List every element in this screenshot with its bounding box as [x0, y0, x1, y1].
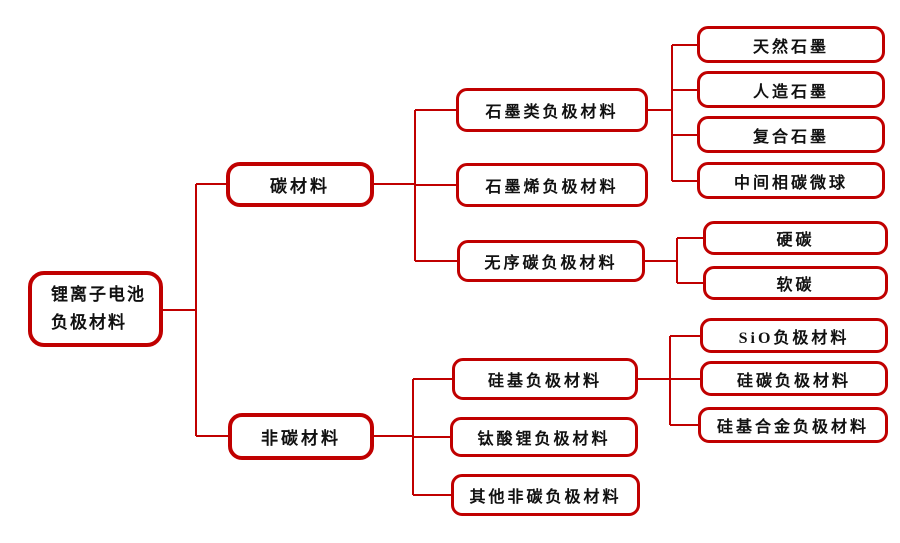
node-non-carbon-materials: 非碳材料	[228, 413, 374, 460]
root-label-line1: 锂离子电池	[51, 284, 146, 304]
node-silicon-alloy-anode-materials: 硅基合金负极材料	[698, 407, 888, 443]
node-silicon-carbon-anode-materials: 硅碳负极材料	[700, 361, 888, 396]
node-graphene-anode-materials: 石墨烯负极材料	[456, 163, 648, 207]
root-label-line2: 负极材料	[51, 313, 127, 332]
node-sio-anode-materials: SiO负极材料	[700, 318, 888, 353]
connector-non-carbon	[374, 378, 452, 496]
connector-graphite	[648, 44, 697, 182]
node-disordered-carbon-anode-materials: 无序碳负极材料	[457, 240, 645, 282]
node-mesocarbon-microbeads: 中间相碳微球	[697, 162, 885, 199]
node-soft-carbon: 软碳	[703, 266, 888, 300]
node-root-lithium-battery-anode-materials: 锂离子电池 负极材料	[28, 271, 163, 347]
node-natural-graphite: 天然石墨	[697, 26, 885, 63]
connector-silicon	[638, 335, 700, 426]
node-hard-carbon: 硬碳	[703, 221, 888, 255]
node-silicon-based-anode-materials: 硅基负极材料	[452, 358, 638, 400]
connector-root	[163, 183, 228, 437]
node-lithium-titanate-anode-materials: 钛酸锂负极材料	[450, 417, 638, 457]
node-composite-graphite: 复合石墨	[697, 116, 885, 153]
connector-carbon	[374, 109, 457, 262]
node-carbon-materials: 碳材料	[226, 162, 374, 207]
connector-disordered	[645, 237, 703, 284]
node-other-non-carbon-anode-materials: 其他非碳负极材料	[451, 474, 640, 516]
node-artificial-graphite: 人造石墨	[697, 71, 885, 108]
node-graphite-anode-materials: 石墨类负极材料	[456, 88, 648, 132]
